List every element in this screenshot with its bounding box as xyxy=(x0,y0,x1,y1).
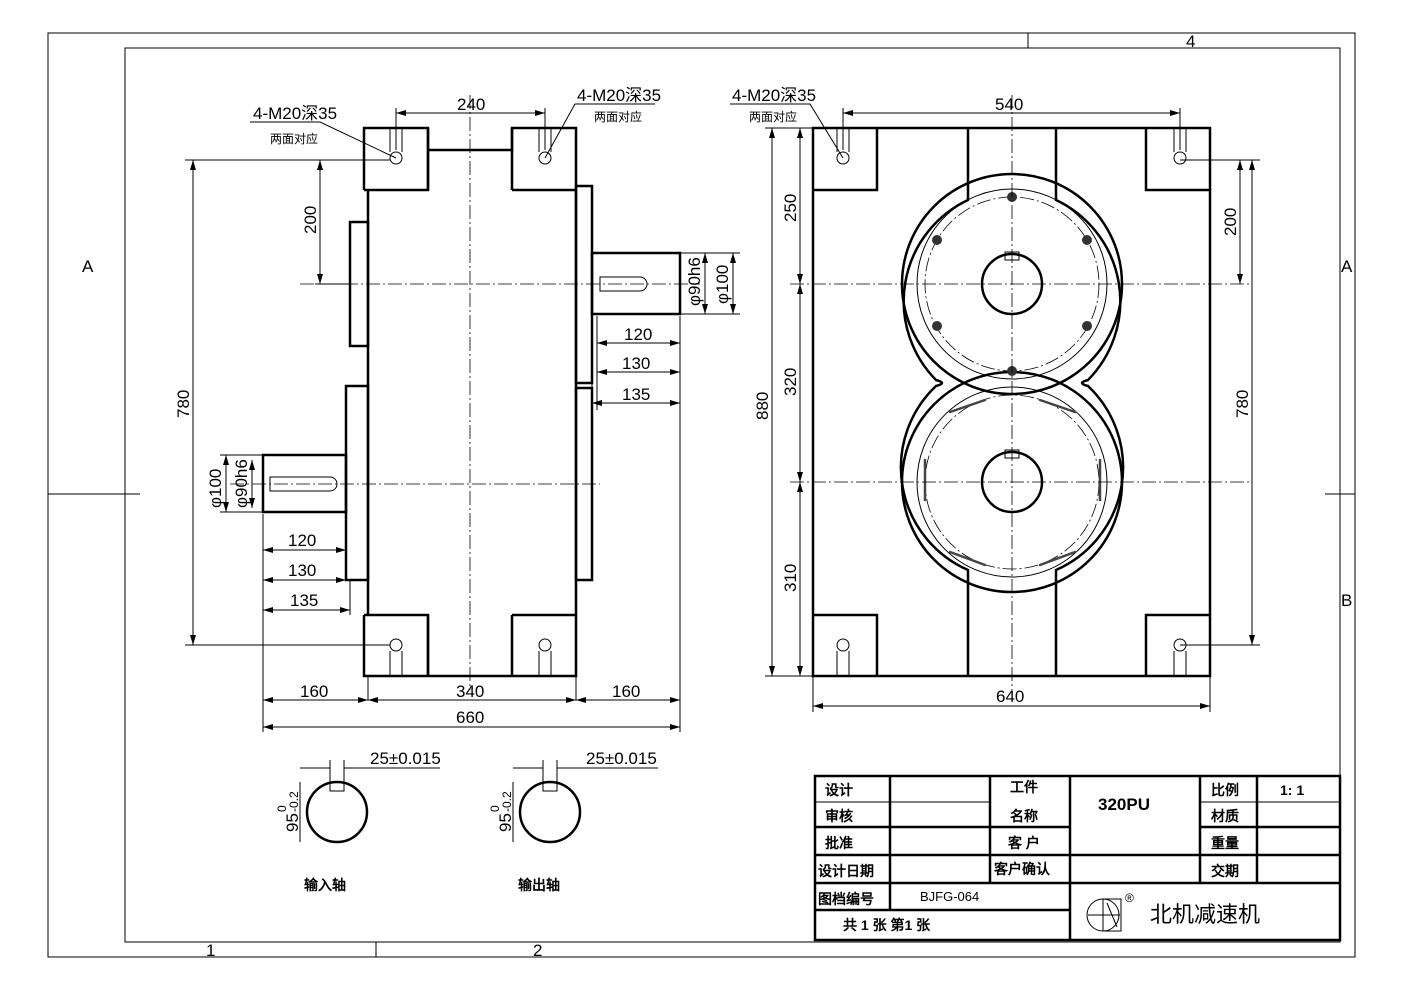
zone-2: 2 xyxy=(533,941,542,960)
scale-value: 1: 1 xyxy=(1280,782,1304,798)
zone-a-left: A xyxy=(82,257,94,276)
dim-200: 200 xyxy=(301,206,320,234)
shaft-dia: 95 xyxy=(283,813,302,832)
zone-4: 4 xyxy=(1186,32,1195,51)
tol-upper: 0 xyxy=(275,805,289,812)
front-view: 4-M20深35 两面对应 540 640 880 250 320 310 20… xyxy=(730,86,1260,712)
label-delivery: 交期 xyxy=(1211,863,1239,879)
in-dia-100: φ100 xyxy=(206,469,225,508)
label-design-date: 设计日期 xyxy=(818,863,874,879)
section-label: 输入轴 xyxy=(304,877,346,893)
drawing-frame: A A B 1 2 4 xyxy=(47,32,1356,960)
label-design: 设计 xyxy=(825,782,853,798)
dim-310: 310 xyxy=(781,564,800,592)
dim-250: 250 xyxy=(781,194,800,222)
hole-sub-left: 两面对应 xyxy=(270,131,318,146)
label-scale: 比例 xyxy=(1211,782,1239,798)
dim-320: 320 xyxy=(781,368,800,396)
dim-160-left: 160 xyxy=(300,682,328,701)
label-approve: 批准 xyxy=(825,835,853,851)
registered-mark: ® xyxy=(1125,891,1134,905)
dim-780: 780 xyxy=(174,390,193,418)
key-width: 25±0.015 xyxy=(370,749,441,768)
hole-sub-front: 两面对应 xyxy=(749,109,797,124)
dim-340: 340 xyxy=(456,682,484,701)
label-review: 审核 xyxy=(825,808,853,824)
dim-640: 640 xyxy=(996,687,1024,706)
zone-b-right: B xyxy=(1341,591,1352,610)
in-130: 130 xyxy=(288,561,316,580)
part-name: 320PU xyxy=(1098,795,1150,814)
label-customer-confirm: 客户确认 xyxy=(993,861,1051,877)
in-135: 135 xyxy=(290,591,318,610)
out-120: 120 xyxy=(624,325,652,344)
label-part1: 工件 xyxy=(1010,779,1038,795)
out-130: 130 xyxy=(622,354,650,373)
tol-lower: -0.2 xyxy=(287,791,301,812)
zone-a-right: A xyxy=(1341,257,1353,276)
hole-note-front: 4-M20深35 xyxy=(732,86,816,105)
company-logo xyxy=(1086,898,1122,932)
dim-780-front: 780 xyxy=(1233,390,1252,418)
side-view: 4-M20深35 两面对应 4-M20深35 两面对应 240 780 200 … xyxy=(174,86,740,732)
company-name: 北机减速机 xyxy=(1150,902,1260,927)
hole-note-right: 4-M20深35 xyxy=(577,86,661,105)
dim-240: 240 xyxy=(457,95,485,114)
input-shaft xyxy=(261,453,348,514)
tol-upper: 0 xyxy=(488,805,502,812)
in-dia-90h6: φ90h6 xyxy=(232,459,251,508)
title-block: 设计 审核 批准 设计日期 图档编号 BJFG-064 共 1 张 第1 张 工… xyxy=(813,774,1342,942)
label-material: 材质 xyxy=(1211,808,1239,824)
dim-540: 540 xyxy=(995,95,1023,114)
sheet-count: 共 1 张 第1 张 xyxy=(843,917,931,933)
zone-1: 1 xyxy=(206,941,215,960)
shaft-section-input: 25±0.015 95 0 -0.2 输入轴 xyxy=(275,749,441,893)
drawing-number: BJFG-064 xyxy=(920,889,979,904)
hole-sub-right: 两面对应 xyxy=(594,109,642,124)
dim-160-right: 160 xyxy=(612,682,640,701)
tol-lower: -0.2 xyxy=(500,791,514,812)
key-width: 25±0.015 xyxy=(586,749,657,768)
shaft-dia: 95 xyxy=(496,813,515,832)
output-shaft xyxy=(590,251,682,316)
label-drawing-no: 图档编号 xyxy=(818,891,874,907)
out-135: 135 xyxy=(622,385,650,404)
shaft-section-output: 25±0.015 95 0 -0.2 输出轴 xyxy=(488,749,658,893)
label-customer: 客 户 xyxy=(1007,835,1040,851)
label-part2: 名称 xyxy=(1010,808,1038,824)
label-weight: 重量 xyxy=(1211,835,1239,851)
dim-200-front: 200 xyxy=(1221,208,1240,236)
hole-note-left: 4-M20深35 xyxy=(253,104,337,123)
dim-660: 660 xyxy=(456,708,484,727)
out-dia-100: φ100 xyxy=(713,265,732,304)
in-120: 120 xyxy=(288,531,316,550)
dim-880: 880 xyxy=(753,392,772,420)
bolt-holes xyxy=(389,128,552,676)
out-dia-90h6: φ90h6 xyxy=(685,257,704,306)
section-label: 输出轴 xyxy=(518,877,560,893)
